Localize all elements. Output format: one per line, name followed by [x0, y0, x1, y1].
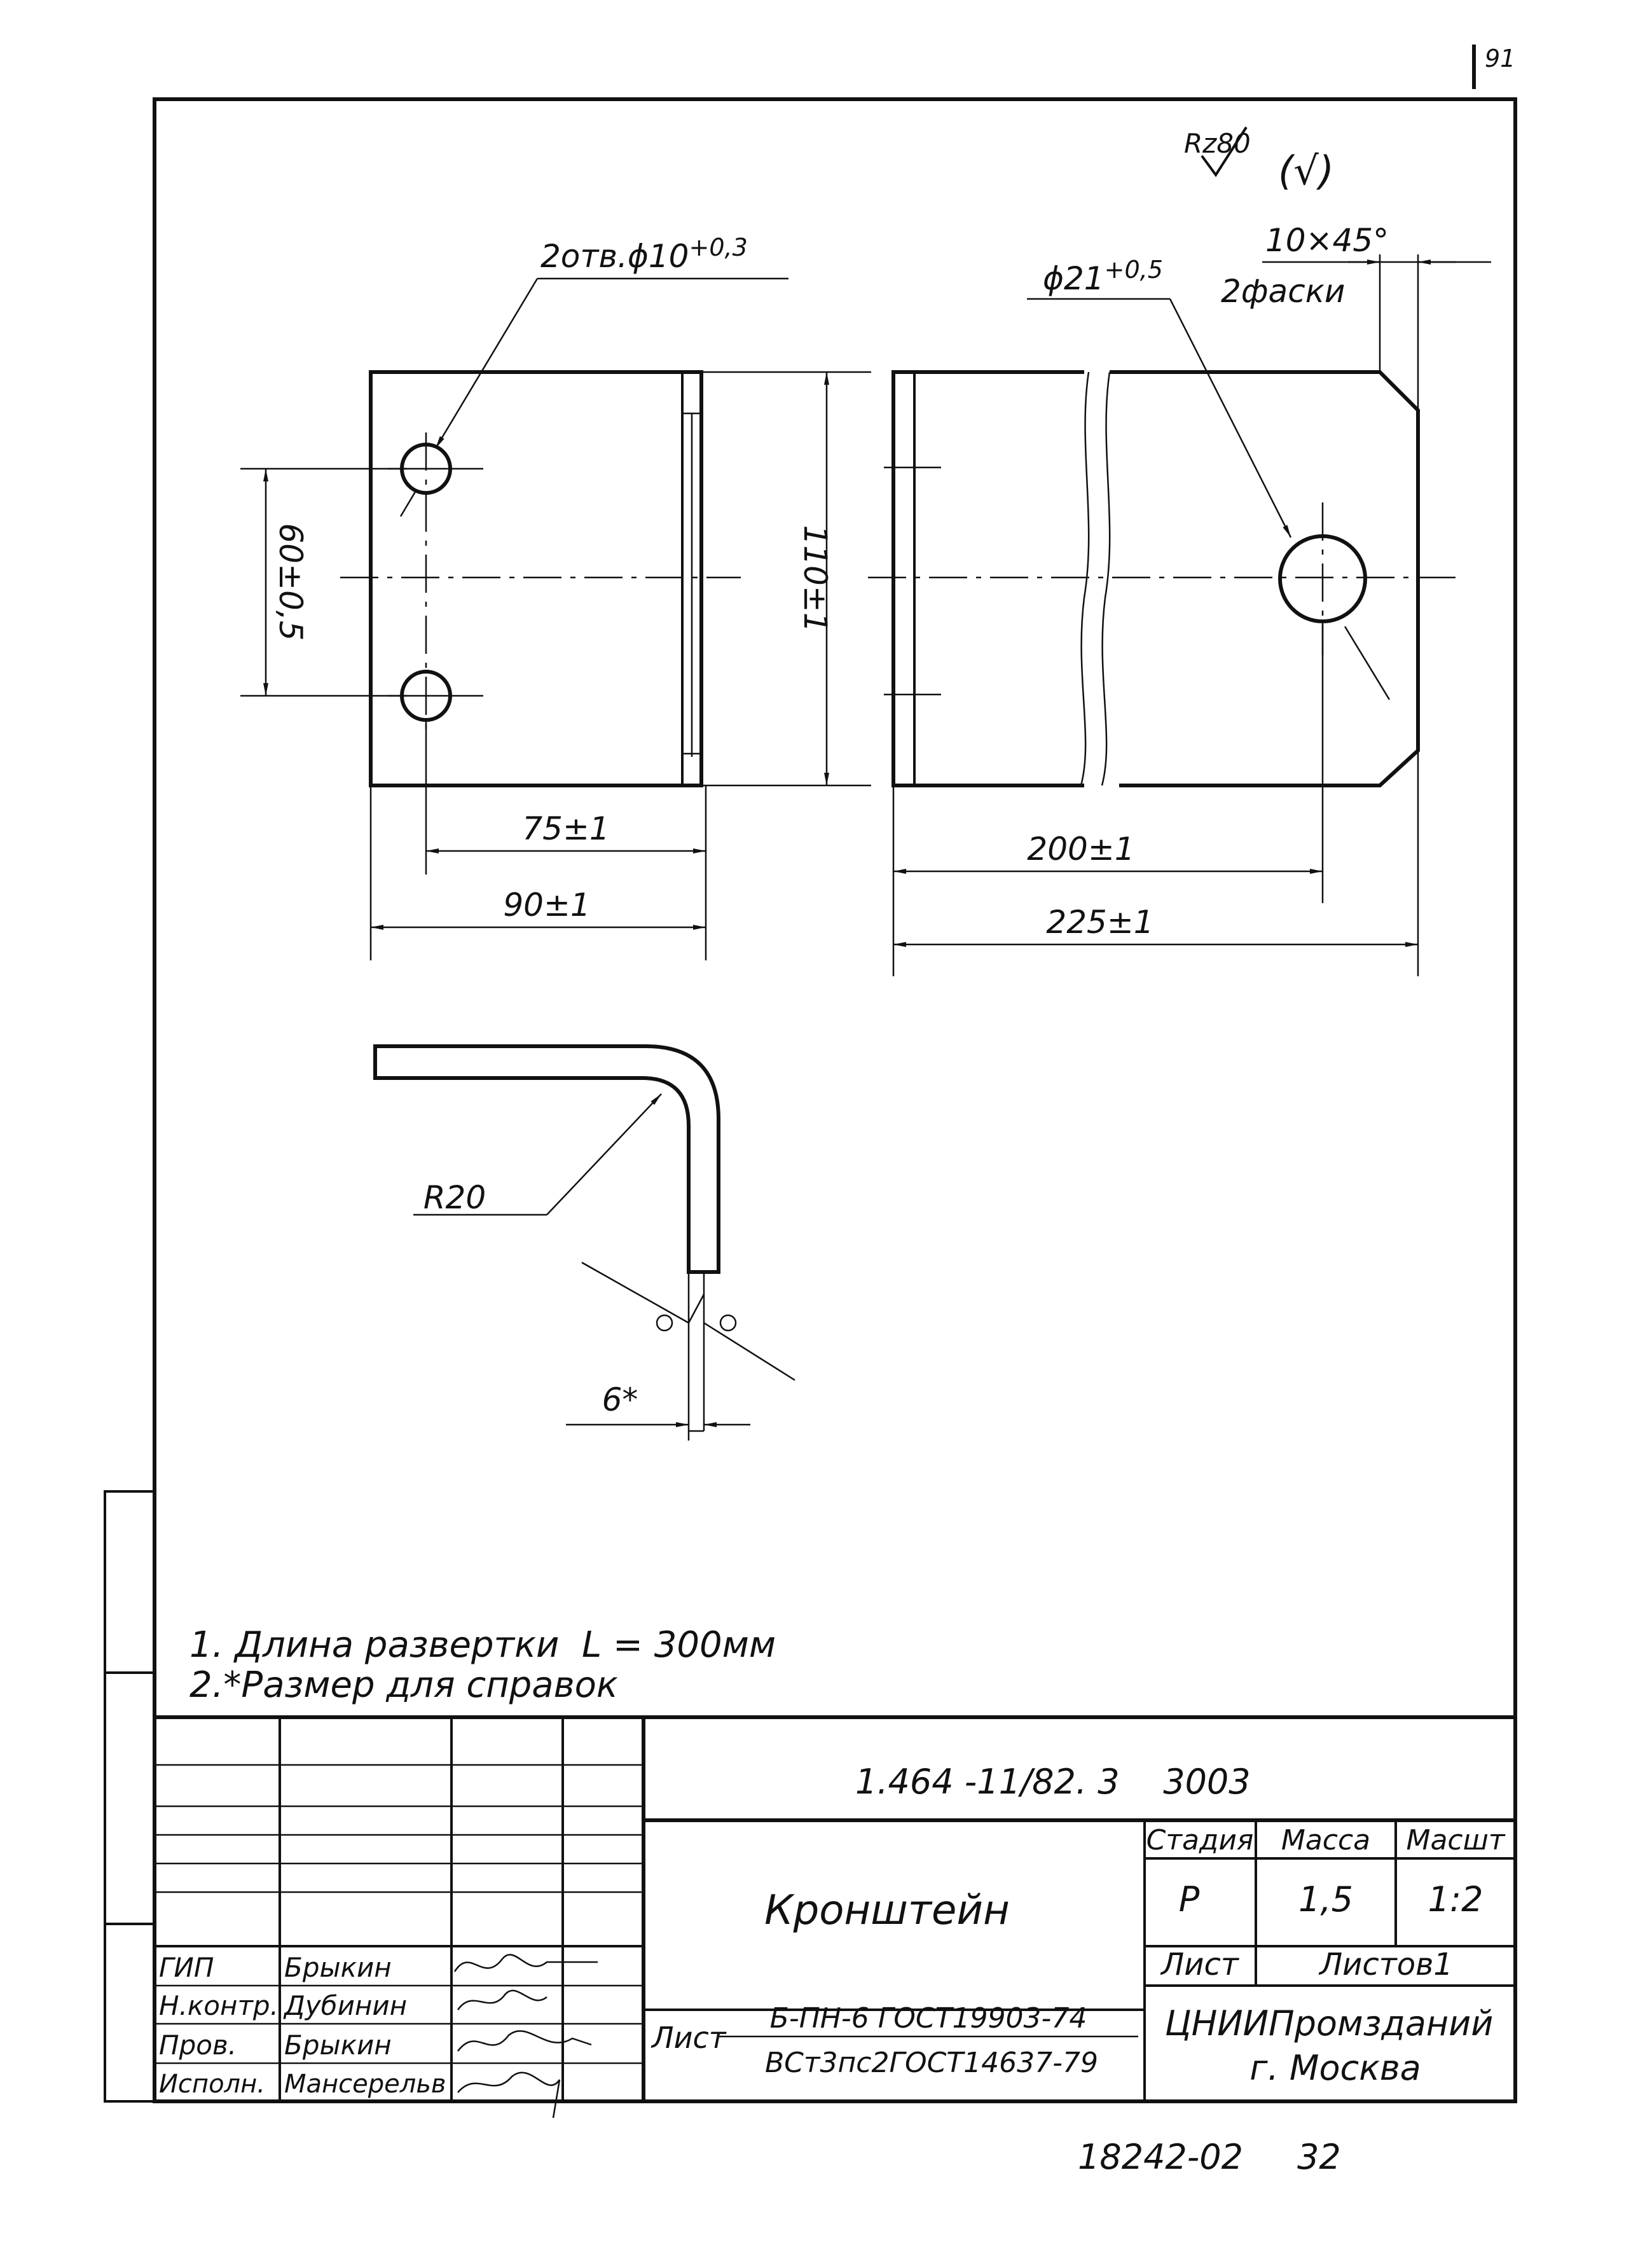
role-3: Исполн. — [159, 2070, 265, 2099]
organization: ЦНИИПромзданий — [1165, 2003, 1494, 2043]
material-top: Б-ПН-6 ГОСТ19903-74 — [770, 2002, 1087, 2035]
footer-archive: 18242-02 — [1078, 2137, 1243, 2177]
note-1: 1. Длина развертки L = 300мм — [189, 1624, 776, 1666]
note-2: 2.*Размер для справок — [189, 1664, 618, 1706]
sheet-label: Лист — [1160, 1947, 1240, 1982]
name-2: Брыкин — [284, 2029, 392, 2061]
designation: 1.464 -11/82. 3 3003 — [855, 1762, 1251, 1802]
corner-mark: 91 — [1472, 45, 1515, 89]
dim-right-hole-offset-label: 200±1 — [1027, 831, 1134, 868]
right-view — [868, 370, 1456, 787]
part-name: Кронштейн — [764, 1887, 1010, 1934]
title-block: 1.464 -11/82. 3 3003 Кронштейн Стадия Ма… — [155, 1715, 1515, 2119]
name-0: Брыкин — [284, 1952, 392, 1983]
dim-left-widths: 75±1 90±1 — [369, 719, 707, 960]
binding-strip — [104, 1490, 156, 2103]
dim-height: 110±1 — [701, 371, 871, 787]
header-scale: Масшт — [1406, 1824, 1505, 1856]
role-1: Н.контр. — [159, 1990, 279, 2021]
signatures — [453, 1954, 598, 2119]
footer-page: 32 — [1297, 2137, 1341, 2177]
sheets-label: Листов1 — [1318, 1947, 1453, 1982]
material-prefix: Лист — [650, 2021, 727, 2055]
side-view — [373, 1044, 720, 1432]
name-3: Мансерельв — [284, 2070, 446, 2099]
thickness-dimension: 6* — [566, 1261, 795, 1441]
left-view — [340, 370, 741, 787]
hole-callout-left: 2отв.ϕ10+0,3 — [399, 233, 788, 517]
hole-right-label: ϕ21+0,5 — [1043, 256, 1163, 297]
chamfer-size: 10×45° — [1265, 222, 1389, 259]
roughness-other: (√) — [1278, 148, 1334, 194]
value-stage: Р — [1179, 1879, 1200, 1919]
dim-hole-spacing: 60±0,5 — [240, 467, 407, 697]
dim-right-length-label: 225±1 — [1046, 904, 1153, 941]
chamfer-callout: 10×45° 2фаски — [1221, 222, 1491, 410]
header-mass: Масса — [1281, 1824, 1370, 1856]
sheet-frame — [153, 97, 1517, 2103]
notes: 1. Длина развертки L = 300мм 2.*Размер д… — [189, 1624, 776, 1706]
city: г. Москва — [1249, 2048, 1421, 2088]
material-bottom: ВСт3пс2ГОСТ14637-79 — [765, 2047, 1098, 2079]
footer: 18242-02 32 — [1078, 2137, 1341, 2177]
value-scale: 1:2 — [1428, 1879, 1483, 1919]
hole-callout-right: ϕ21+0,5 — [1027, 256, 1391, 700]
holes-left-label: 2отв.ϕ10+0,3 — [540, 233, 748, 275]
dim-hole-offset-label: 75±1 — [522, 810, 609, 847]
bend-radius-label: R20 — [423, 1179, 486, 1216]
thickness-label: 6* — [602, 1381, 638, 1418]
dim-right-lengths: 200±1 225±1 — [892, 623, 1419, 976]
roughness-symbol: Rz80 (√) — [1184, 126, 1334, 194]
role-0: ГИП — [159, 1952, 214, 1983]
chamfer-count: 2фаски — [1221, 273, 1345, 310]
name-1: Дубинин — [283, 1990, 407, 2021]
header-stage: Стадия — [1146, 1824, 1254, 1856]
dim-height-label: 110±1 — [797, 525, 834, 632]
roughness-general: Rz80 — [1184, 128, 1251, 159]
dim-hole-spacing-label: 60±0,5 — [272, 523, 309, 640]
sheet-corner-number: 91 — [1485, 45, 1515, 73]
role-2: Пров. — [159, 2029, 237, 2061]
bend-radius-callout: R20 — [413, 1093, 662, 1216]
value-mass: 1,5 — [1298, 1879, 1353, 1919]
dim-left-width-label: 90±1 — [503, 887, 590, 923]
